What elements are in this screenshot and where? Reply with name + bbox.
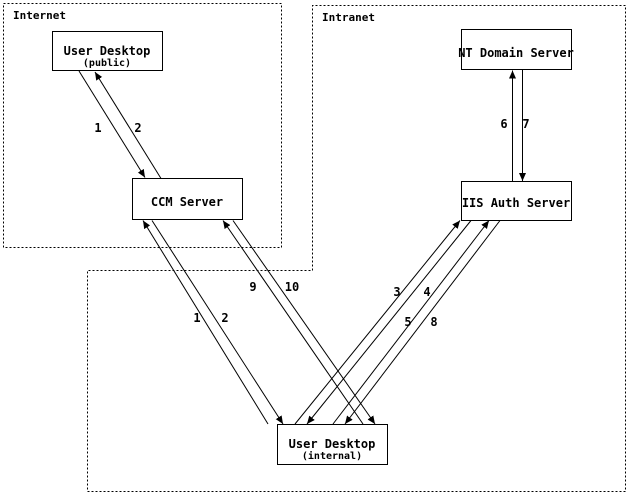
- arrow-3-internal-desktop-to-iis: [294, 220, 461, 425]
- flow-arrows: [78, 70, 526, 425]
- user-desktop-public-subtitle: (public): [83, 57, 131, 69]
- arrow-10-ccm-to-internal-desktop: [232, 220, 376, 425]
- ccm-server-title: CCM Server: [151, 195, 223, 209]
- flow-number-labels: 1 2 1 2 9 10 3 4 5 8 6 7: [94, 117, 529, 329]
- internet-zone-border: [3, 3, 282, 248]
- arrow-4-iis-to-internal-desktop: [306, 220, 472, 425]
- flow-label-3: 3: [393, 285, 400, 299]
- arrow-9-internal-desktop-to-ccm: [222, 220, 364, 425]
- user-desktop-internal-title: User Desktop: [289, 437, 376, 451]
- arrow-8-iis-to-internal-desktop: [344, 220, 501, 425]
- iis-auth-server-box: [461, 181, 572, 221]
- intranet-zone-label: Intranet: [322, 11, 375, 24]
- flow-label-1-internal: 1: [193, 311, 200, 325]
- user-desktop-internal-subtitle: (internal): [302, 450, 362, 462]
- flow-label-2-internal: 2: [221, 311, 228, 325]
- flow-label-9: 9: [249, 280, 256, 294]
- user-desktop-public-title: User Desktop: [64, 44, 151, 58]
- arrow-2-ccm-to-internal-desktop: [151, 220, 284, 425]
- node-user-desktop-public: User Desktop (public): [52, 31, 163, 71]
- flow-label-6: 6: [500, 117, 507, 131]
- internet-zone-label: Internet: [13, 9, 66, 22]
- user-desktop-public-box: [52, 31, 163, 71]
- flow-label-5: 5: [404, 315, 411, 329]
- flow-label-2-public: 2: [134, 121, 141, 135]
- intranet-zone-border: [87, 5, 626, 492]
- nt-domain-server-title: NT Domain Server: [458, 46, 574, 60]
- node-user-desktop-internal: User Desktop (internal): [277, 424, 388, 465]
- node-nt-domain-server: NT Domain Server: [458, 29, 574, 70]
- user-desktop-internal-box: [277, 424, 388, 465]
- flow-label-1-public: 1: [94, 121, 101, 135]
- flow-label-7: 7: [522, 117, 529, 131]
- flow-label-8: 8: [430, 315, 437, 329]
- arrow-2-ccm-to-public-desktop: [94, 71, 162, 179]
- ccm-server-box: [132, 178, 243, 220]
- nt-domain-server-box: [461, 29, 572, 70]
- iis-auth-server-title: IIS Auth Server: [462, 196, 570, 210]
- node-iis-auth-server: IIS Auth Server: [461, 181, 572, 221]
- node-ccm-server: CCM Server: [132, 178, 243, 220]
- arrow-1-internal-desktop-to-ccm: [142, 220, 269, 425]
- arrow-5-internal-desktop-to-iis: [332, 220, 490, 425]
- flow-label-4: 4: [423, 285, 430, 299]
- arrow-1-public-desktop-to-ccm: [78, 70, 146, 178]
- flow-label-10: 10: [285, 280, 299, 294]
